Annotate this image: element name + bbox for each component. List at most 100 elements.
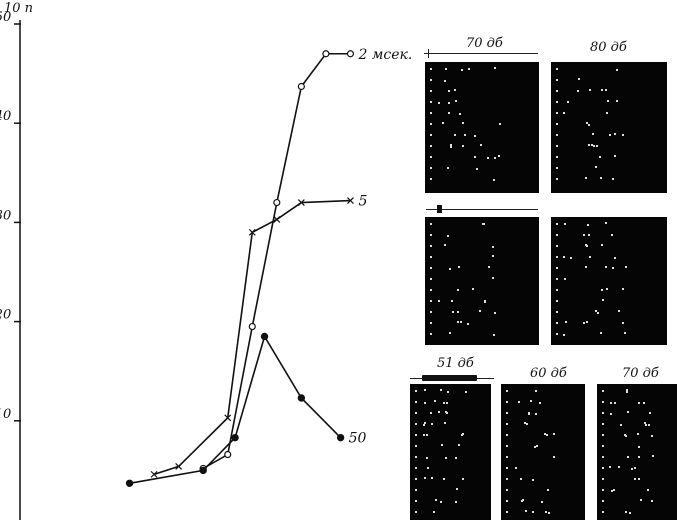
spike-dot: [609, 134, 611, 136]
spike-dot: [447, 167, 449, 169]
spike-dot: [556, 167, 558, 169]
spike-dot: [610, 413, 612, 415]
spike-dot: [467, 323, 469, 325]
spike-dot: [430, 412, 432, 414]
spike-dot: [544, 433, 546, 435]
spike-dot: [629, 512, 631, 514]
y-tick-label: 40: [0, 109, 11, 124]
data-point: [297, 199, 305, 206]
spike-dot: [415, 489, 417, 491]
data-point: [199, 466, 207, 475]
spike-dot: [518, 401, 520, 403]
spike-dot: [588, 144, 590, 146]
spike-dot: [450, 146, 452, 148]
spike-dot: [602, 412, 604, 414]
spike-dot: [638, 402, 640, 404]
spike-dot: [515, 467, 517, 469]
spike-dot: [438, 411, 440, 413]
data-point: [297, 82, 305, 91]
spike-dot: [430, 267, 432, 269]
spike-dot: [494, 67, 496, 69]
spike-dot: [578, 78, 580, 80]
y-tick-label: 10: [0, 407, 11, 422]
spike-dot: [626, 389, 628, 391]
spike-dot: [415, 401, 417, 403]
spike-dot: [430, 256, 432, 258]
spike-dot: [638, 446, 640, 448]
spike-dot: [499, 123, 501, 125]
spike-dot: [431, 423, 433, 425]
spike-dot: [447, 235, 449, 237]
spike-dot: [506, 467, 508, 469]
spike-dot: [438, 102, 440, 104]
spike-dot: [583, 322, 585, 324]
spike-dot: [461, 434, 463, 436]
spike-dot: [461, 69, 463, 71]
stimulus-line-top: [424, 53, 538, 54]
data-point: [260, 332, 269, 341]
data-point: [175, 463, 183, 470]
spike-dot: [556, 101, 558, 103]
spike-dot: [457, 289, 459, 291]
spike-dot: [492, 246, 494, 248]
spike-dot: [556, 267, 558, 269]
spike-dot: [585, 244, 587, 246]
spike-dot: [415, 500, 417, 502]
spike-dot: [480, 144, 482, 146]
spike-dot: [577, 90, 579, 92]
spike-dot: [602, 478, 604, 480]
spike-dot: [426, 457, 428, 459]
spike-dot: [535, 413, 537, 415]
spike-dot: [556, 90, 558, 92]
stimulus-line-middle: [426, 209, 538, 210]
spike-dot: [585, 177, 587, 179]
spike-dot: [423, 424, 425, 426]
spike-dot: [431, 477, 433, 479]
spike-dot: [526, 423, 528, 425]
cross-mark: [248, 228, 256, 236]
spike-dot: [600, 332, 602, 334]
spike-dot: [637, 433, 639, 435]
spike-dot: [588, 124, 590, 126]
spike-dot: [597, 312, 599, 314]
spike-dot: [585, 266, 587, 268]
spike-dot: [595, 310, 597, 312]
spike-dot: [506, 456, 508, 458]
spike-dot: [539, 402, 541, 404]
spike-dot: [614, 155, 616, 157]
spike-dot: [556, 322, 558, 324]
spike-dot: [532, 479, 534, 481]
spike-dot: [430, 311, 432, 313]
spike-dot: [494, 157, 496, 159]
spike-dot: [465, 391, 467, 393]
spike-dot: [618, 310, 620, 312]
spike-dot: [601, 89, 603, 91]
spike-dot: [610, 402, 612, 404]
spike-dot: [415, 467, 417, 469]
spike-dot: [643, 402, 645, 404]
data-point: [336, 433, 345, 442]
spike-dot: [570, 257, 572, 259]
spike-dot: [430, 178, 432, 180]
spike-dot: [556, 311, 558, 313]
stimulus-bar-bottom: [422, 375, 477, 381]
spike-dot: [611, 490, 613, 492]
spike-dot: [506, 412, 508, 414]
raster-bottom-right: [597, 384, 677, 520]
spike-dot: [435, 499, 437, 501]
raster-bottom-left: [410, 384, 491, 520]
spike-dot: [506, 511, 508, 513]
spike-dot: [464, 134, 466, 136]
series-line-1: [153, 199, 351, 476]
spike-dot: [602, 511, 604, 513]
data-point: [224, 414, 232, 422]
spike-dot: [457, 311, 459, 313]
spike-dot: [430, 223, 432, 225]
spike-dot: [448, 112, 450, 114]
spike-dot: [430, 289, 432, 291]
spike-dot: [493, 179, 495, 181]
spike-dot: [589, 89, 591, 91]
spike-dot: [589, 256, 591, 258]
raster-label-top-left: 70 дб: [466, 36, 503, 51]
spike-dot: [602, 390, 604, 392]
